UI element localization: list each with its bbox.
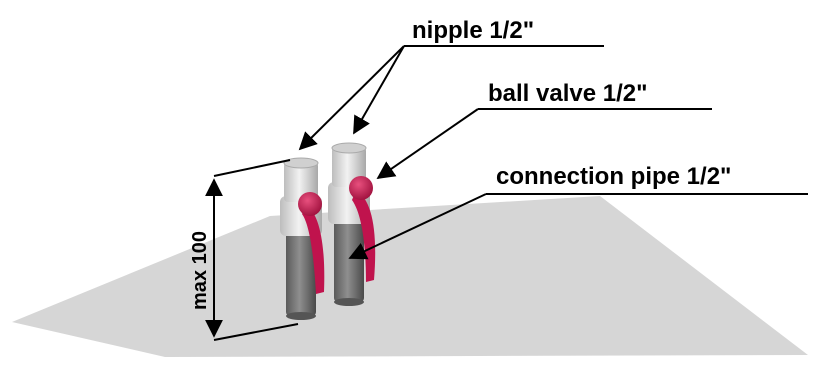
right-connection-pipe (334, 220, 364, 302)
nipple-callout (298, 45, 604, 151)
left-valve-handle (302, 205, 325, 294)
left-connection-pipe (286, 228, 316, 316)
nipple-label: nipple 1/2" (412, 17, 534, 44)
connection-pipe-callout (348, 193, 808, 260)
height-dimension (205, 159, 299, 341)
left-nipple (284, 162, 318, 202)
connection-pipe-label: connection pipe 1/2" (496, 163, 731, 190)
floor-plane (12, 196, 808, 357)
ball-valve-callout (376, 108, 712, 180)
ball-valve-label: ball valve 1/2" (488, 80, 647, 107)
left-valve-assembly (280, 157, 325, 320)
left-valve-knob (298, 192, 322, 216)
height-label: max 100 (189, 231, 211, 310)
right-valve-handle (352, 190, 376, 282)
right-valve-assembly (328, 142, 376, 306)
right-valve-knob (349, 176, 373, 200)
